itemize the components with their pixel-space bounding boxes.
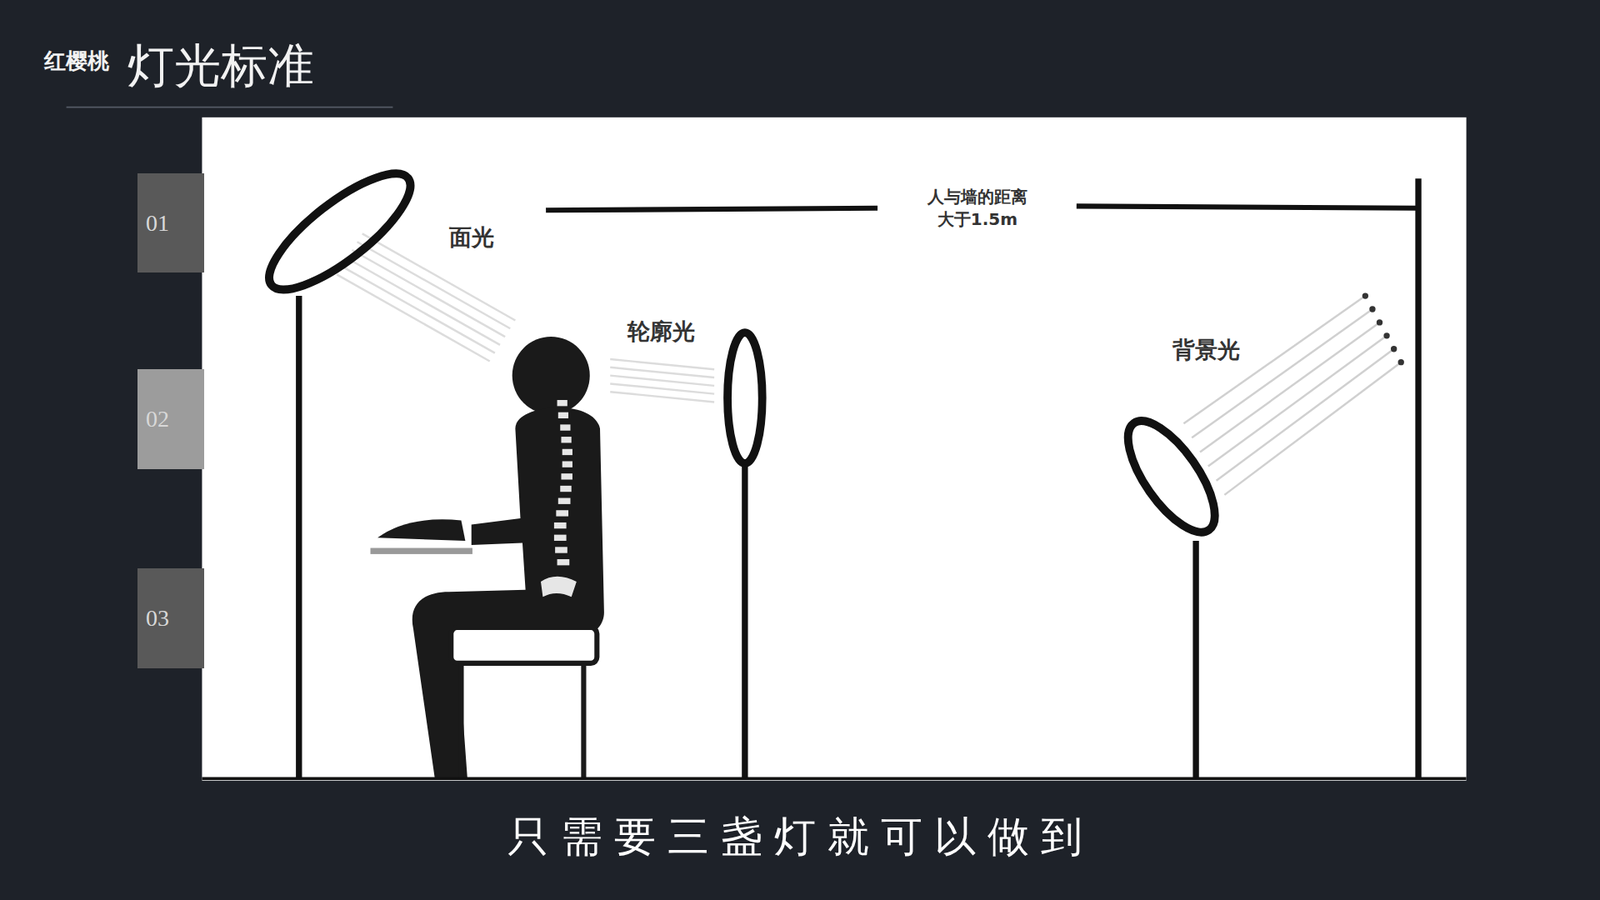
section-number: 01 [137,210,170,237]
section-number: 02 [137,405,170,433]
slide-title: 灯光标准 [127,35,315,99]
ring-light [1112,407,1231,545]
section-number: 03 [137,605,170,632]
stool [450,627,597,664]
title-underline [66,106,394,109]
person-silhouette [412,407,605,778]
dimension-line [1076,205,1419,208]
light-label: 轮廓光 [627,316,695,347]
light-label: 面光 [449,222,495,253]
ring-light [254,155,426,308]
spine [540,400,577,597]
floor-line [201,776,1466,780]
light-rays [1183,295,1401,495]
section-tab: 01 [137,173,205,273]
light-label: 背景光 [1172,335,1240,365]
stool-leg [458,663,464,778]
light-pole [295,295,302,778]
ring-light [727,332,763,464]
dimension-line [545,208,878,210]
brand-name: 红樱桃 [44,46,110,76]
section-tab: 02 [137,369,205,470]
subtitle-caption: 只需要三盏灯就可以做到 [507,809,1095,865]
person-head [512,336,590,415]
light-pole [741,464,748,778]
wall-line [1415,178,1421,778]
section-tab: 03 [137,568,205,669]
laptop [377,519,465,541]
stool-leg [580,663,586,778]
light-rays [610,359,715,402]
table [370,548,472,555]
dimension-note: 人与墙的距离 大于1.5m [924,185,1031,231]
light-pole [1192,540,1199,778]
white-panel [201,117,1466,781]
light-dots [1362,292,1405,365]
